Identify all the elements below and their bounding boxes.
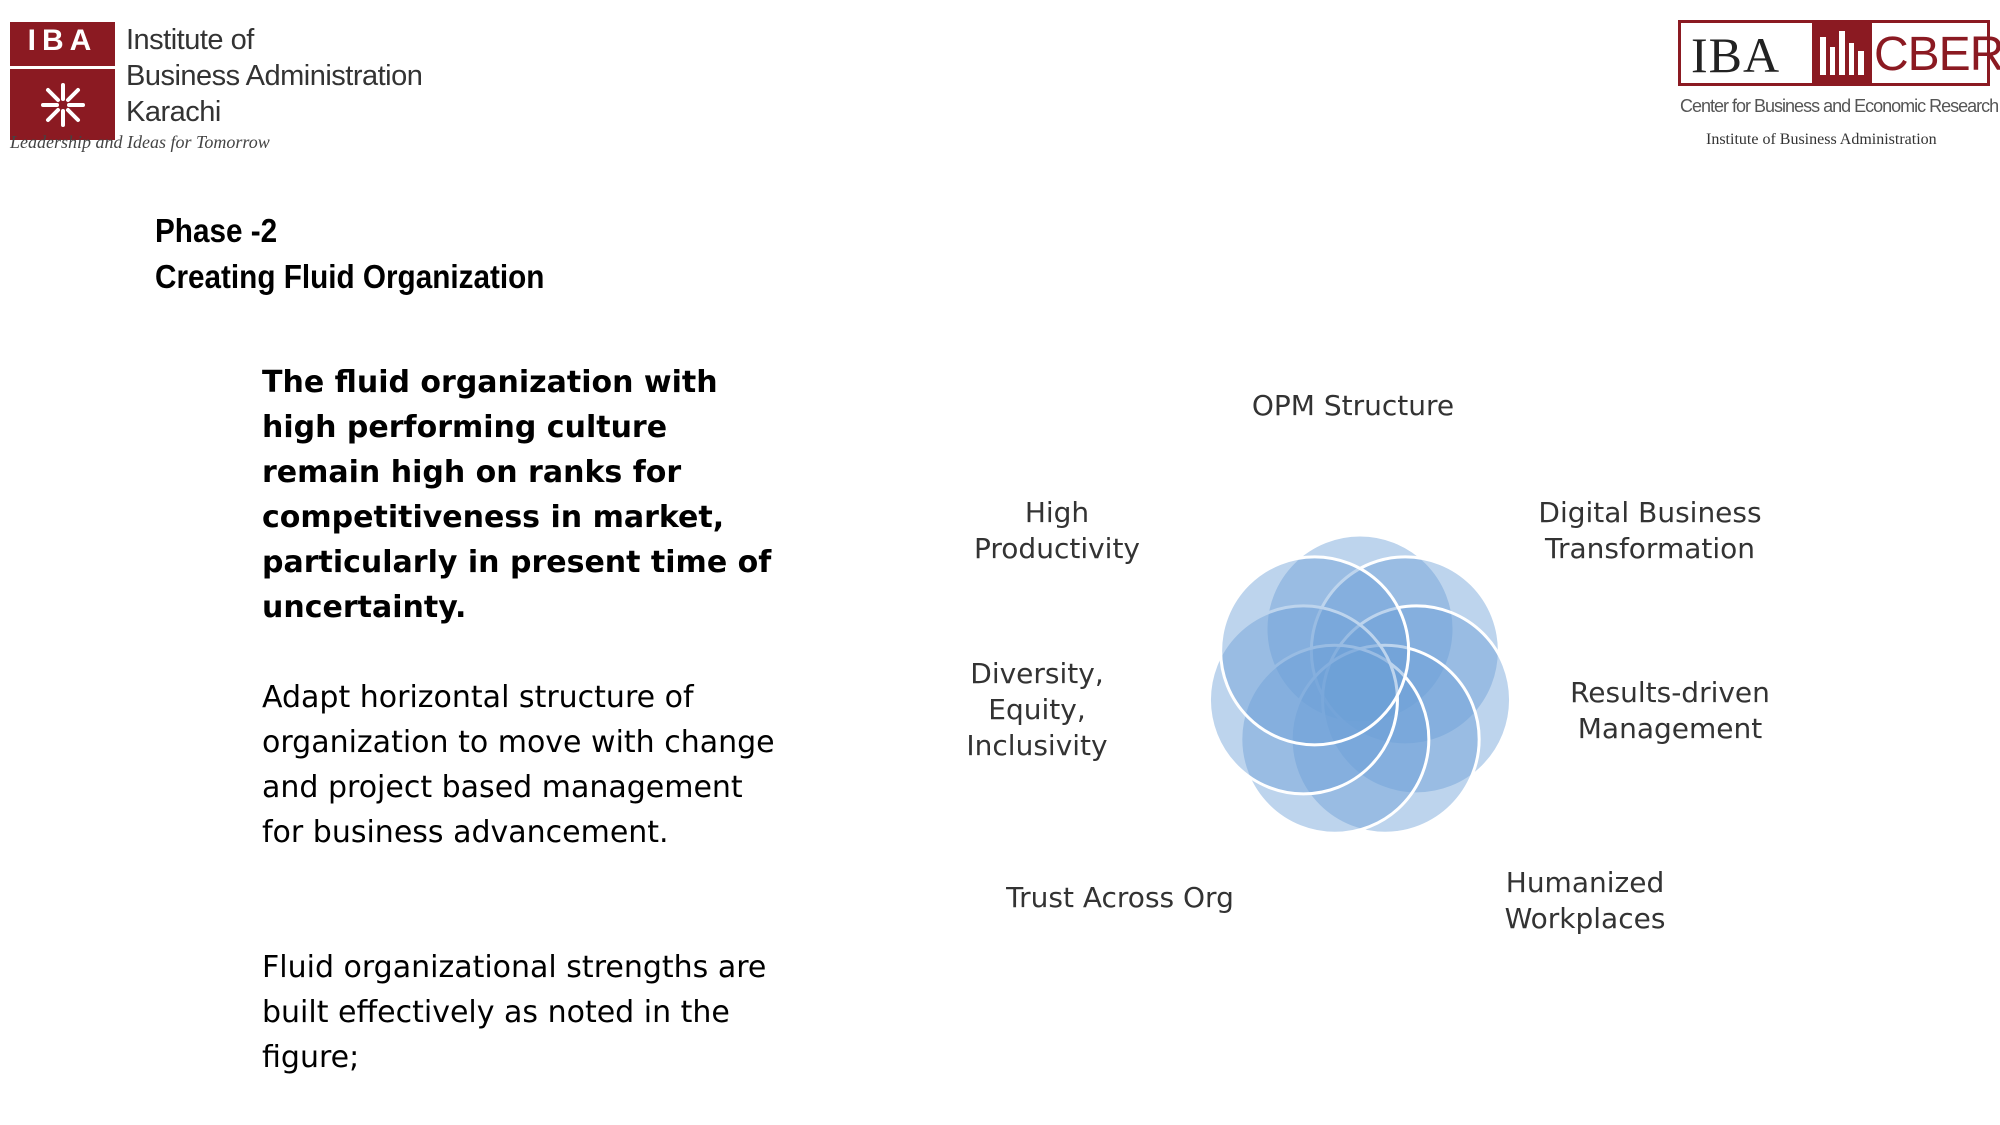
- diagram-label-high-productivity: High Productivity: [974, 495, 1140, 567]
- iba-logo: IBA Institute of Business Administration…: [8, 18, 428, 158]
- label-line: Trust Across Org: [1006, 881, 1234, 914]
- diagram-circle: [1239, 643, 1431, 835]
- iba-emblem-icon: [41, 83, 85, 127]
- label-line: Equity,: [988, 693, 1086, 726]
- cber-subtitle: Center for Business and Economic Researc…: [1680, 96, 1999, 116]
- diagram-label-diversity: Diversity, Equity, Inclusivity: [966, 656, 1107, 764]
- paragraph-structure: Adapt horizontal structure of organizati…: [262, 680, 775, 850]
- iba-logo-divider: [10, 66, 115, 69]
- cber-institute: Institute of Business Administration: [1706, 131, 1937, 148]
- iba-tagline: Leadership and Ideas for Tomorrow: [10, 132, 270, 152]
- diagram-circle: [1219, 555, 1411, 747]
- fluid-strengths-diagram: [1160, 495, 1560, 900]
- cber-logo-word: CBER: [1874, 28, 2000, 81]
- diagram-label-results-driven: Results-driven Management: [1570, 675, 1770, 747]
- diagram-label-digital-business: Digital Business Transformation: [1538, 495, 1761, 567]
- iba-logo-mark: IBA: [10, 22, 115, 140]
- diagram-label-trust-across-org: Trust Across Org: [1006, 880, 1234, 916]
- diagram-label-opm-structure: OPM Structure: [1252, 388, 1454, 424]
- page-heading: Phase -2 Creating Fluid Organization: [155, 208, 544, 300]
- overlapping-circles-graphic: [1207, 533, 1513, 835]
- label-line: Workplaces: [1504, 902, 1666, 935]
- iba-logo-name: Institute of Business Administration Kar…: [126, 22, 423, 130]
- iba-logo-word: IBA: [27, 24, 98, 57]
- iba-name-line-1: Institute of: [126, 24, 254, 56]
- diagram-circle: [1309, 555, 1501, 747]
- iba-name-line-2: Business Administration: [126, 60, 423, 92]
- label-line: Digital Business: [1538, 496, 1762, 529]
- label-line: OPM Structure: [1251, 389, 1455, 422]
- label-line: Results-driven: [1570, 676, 1770, 709]
- label-line: Inclusivity: [966, 729, 1108, 762]
- iba-name-line-3: Karachi: [126, 96, 221, 128]
- label-line: Productivity: [974, 532, 1140, 565]
- label-line: Transformation: [1544, 532, 1756, 565]
- lead-paragraph: The fluid organization with high perform…: [262, 365, 772, 625]
- label-line: Diversity,: [970, 657, 1104, 690]
- label-line: Management: [1577, 712, 1763, 745]
- cber-building-icon: [1812, 23, 1872, 83]
- cber-logo-iba: IBA: [1691, 27, 1781, 83]
- label-line: Humanized: [1505, 866, 1665, 899]
- phase-label: Phase -2: [155, 212, 278, 249]
- diagram-label-humanized-workplaces: Humanized Workplaces: [1505, 865, 1666, 937]
- diagram-circle: [1264, 533, 1456, 725]
- cber-logo-box: IBA CBER: [1678, 20, 2000, 86]
- paragraph-strengths: Fluid organizational strengths are built…: [262, 950, 767, 1075]
- diagram-circle: [1207, 604, 1399, 796]
- cber-logo: IBA CBER Center for Business and Economi…: [1678, 18, 2000, 158]
- page-title: Creating Fluid Organization: [155, 258, 545, 295]
- label-line: High: [1024, 496, 1090, 529]
